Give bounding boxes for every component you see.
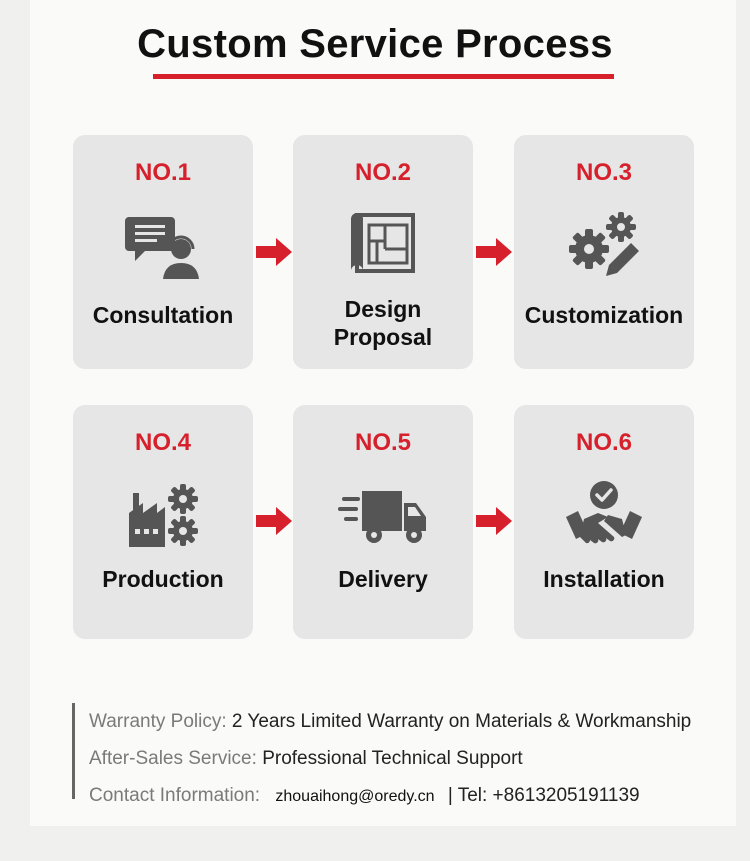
warranty-value: 2 Years Limited Warranty on Materials & … (231, 711, 692, 732)
step-card-4: NO.4 Production (73, 405, 253, 639)
arrow-right-icon (476, 507, 512, 535)
step-number: NO.6 (575, 429, 632, 456)
contact-tel[interactable]: | Tel: +8613205191139 (447, 785, 640, 806)
step-number: NO.4 (134, 429, 191, 456)
step-number: NO.2 (354, 159, 411, 186)
step-label: Production (102, 566, 224, 592)
title-underline (153, 74, 614, 79)
step-label: Design Proposal (293, 295, 473, 351)
aftersales-value: Professional Technical Support (262, 748, 523, 769)
step-number: NO.5 (354, 429, 411, 456)
step-card-3: NO.3 Customization (514, 135, 694, 369)
blueprint-icon (347, 211, 419, 282)
arrow-right-icon (256, 238, 292, 266)
contact-key: Contact Information: (89, 785, 261, 806)
step-card-6: NO.6 Installation (514, 405, 694, 639)
warranty-key: Warranty Policy: (89, 711, 227, 732)
step-label-line: Design (344, 296, 422, 322)
service-info: Warranty Policy: 2 Years Limited Warrant… (72, 703, 691, 806)
page-title: Custom Service Process (137, 22, 613, 66)
factory-gears-icon (125, 481, 201, 556)
step-label: Customization (524, 302, 684, 328)
step-label-line: Proposal (333, 324, 433, 350)
step-label: Delivery (338, 566, 428, 592)
arrow-right-icon (476, 238, 512, 266)
aftersales-key: After-Sales Service: (89, 748, 257, 769)
chat-support-icon (125, 213, 201, 286)
step-card-5: NO.5 Delivery (293, 405, 473, 639)
step-card-1: NO.1 Consultation (73, 135, 253, 369)
arrow-right-icon (256, 507, 292, 535)
step-label: Installation (543, 566, 665, 592)
step-label: Consultation (92, 302, 234, 328)
gears-pencil-icon (565, 209, 643, 286)
contact-row: Contact Information: zhouaihong@oredy.cn… (89, 777, 691, 815)
step-card-2: NO.2 Design Proposal (293, 135, 473, 369)
step-number: NO.1 (134, 159, 191, 186)
delivery-truck-icon (338, 487, 428, 552)
handshake-check-icon (564, 477, 644, 554)
warranty-row: Warranty Policy: 2 Years Limited Warrant… (89, 703, 691, 740)
aftersales-row: After-Sales Service: Professional Techni… (89, 740, 691, 777)
step-number: NO.3 (575, 159, 632, 186)
contact-email-link[interactable]: zhouaihong@oredy.cn (275, 788, 435, 805)
